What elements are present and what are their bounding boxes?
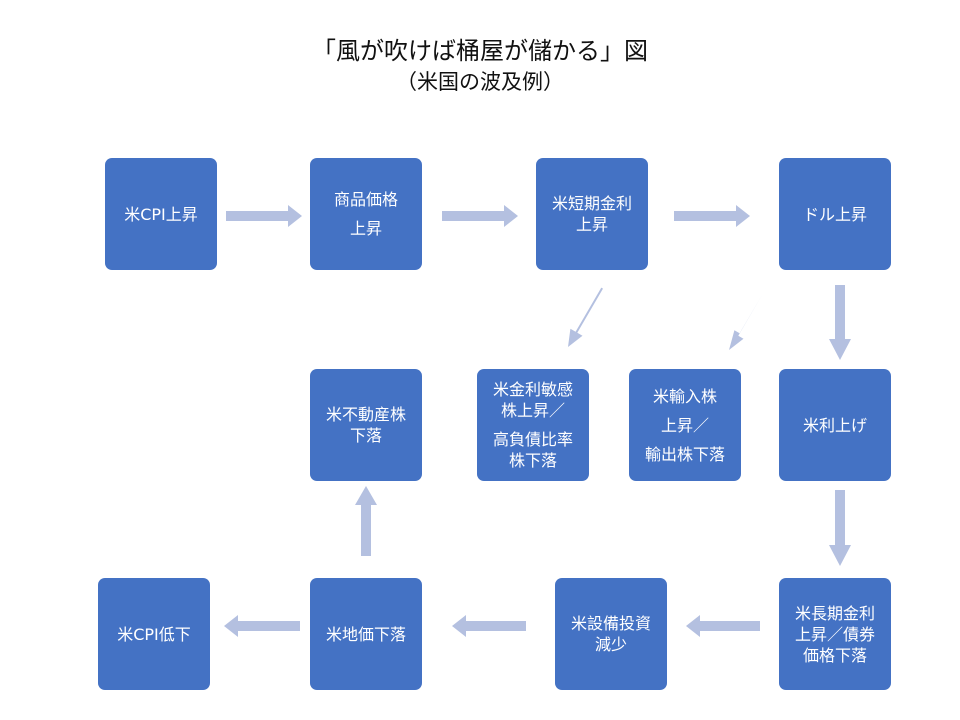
arrow-rate-hike-to-long-rate (829, 490, 851, 566)
arrow-long-rate-to-capex (686, 615, 760, 637)
node-label: 米長期金利 (794, 603, 875, 623)
node-label: 上昇／ (660, 415, 709, 435)
node-label: ドル上昇 (802, 204, 867, 224)
node-us-long-rate-rise: 米長期金利 上昇／債券 価格下落 (779, 578, 891, 690)
arrow-short-rate-to-dollar (674, 205, 750, 227)
node-us-real-estate-stocks-fall: 米不動産株 下落 (310, 369, 422, 481)
node-label: 米CPI上昇 (124, 204, 198, 224)
node-label: 米金利敏感 (492, 380, 573, 399)
node-commodity-price-rise: 商品価格 上昇 (310, 158, 422, 270)
arrow-dollar-to-rate-hike (829, 285, 851, 360)
node-label: 上昇 (575, 215, 608, 234)
node-import-export-stocks: 米輸入株 上昇／ 輸出株下落 (629, 369, 741, 481)
arrow-land-price-to-cpi-fall (224, 615, 300, 637)
node-label: 商品価格 (333, 190, 398, 209)
node-label: 株下落 (508, 451, 557, 470)
node-label: 上昇 (349, 219, 382, 238)
node-label: 米設備投資 (570, 614, 651, 633)
node-label: 上昇／債券 (794, 624, 875, 644)
node-label: 米不動産株 (325, 405, 406, 424)
node-us-short-rate-rise: 米短期金利 上昇 (536, 158, 648, 270)
diagram-title: 「風が吹けば桶屋が儲かる」図 (312, 37, 648, 65)
arrow-short-rate-to-rate-sensitive (568, 287, 603, 347)
diagram-subtitle: （米国の波及例） (396, 70, 564, 94)
arrow-land-price-to-real-estate (355, 486, 377, 556)
node-label: 高負債比率 (492, 430, 573, 449)
node-us-rate-hike: 米利上げ (779, 369, 891, 481)
node-label: 米地価下落 (325, 624, 406, 644)
node-label: 米輸入株 (652, 386, 717, 406)
arrow-capex-to-land-price (452, 615, 526, 637)
arrow-dollar-to-import-export (729, 287, 767, 350)
node-label: 減少 (594, 635, 627, 654)
node-label: 米CPI低下 (117, 624, 191, 644)
node-us-cpi-fall: 米CPI低下 (98, 578, 210, 690)
node-us-land-price-fall: 米地価下落 (310, 578, 422, 690)
node-label: 輸出株下落 (644, 444, 725, 464)
node-dollar-rise: ドル上昇 (779, 158, 891, 270)
node-label: 米利上げ (802, 415, 867, 435)
node-rate-sensitive-stocks: 米金利敏感 株上昇／ 高負債比率 株下落 (477, 369, 589, 481)
node-label: 価格下落 (802, 645, 867, 665)
node-us-cpi-rise: 米CPI上昇 (105, 158, 217, 270)
node-label: 米短期金利 (551, 194, 632, 213)
node-label: 下落 (349, 426, 382, 445)
arrow-cpi-to-commodity (226, 205, 302, 227)
arrow-commodity-to-short-rate (442, 205, 518, 227)
node-label: 株上昇／ (500, 401, 565, 420)
node-us-capex-decrease: 米設備投資 減少 (555, 578, 667, 690)
